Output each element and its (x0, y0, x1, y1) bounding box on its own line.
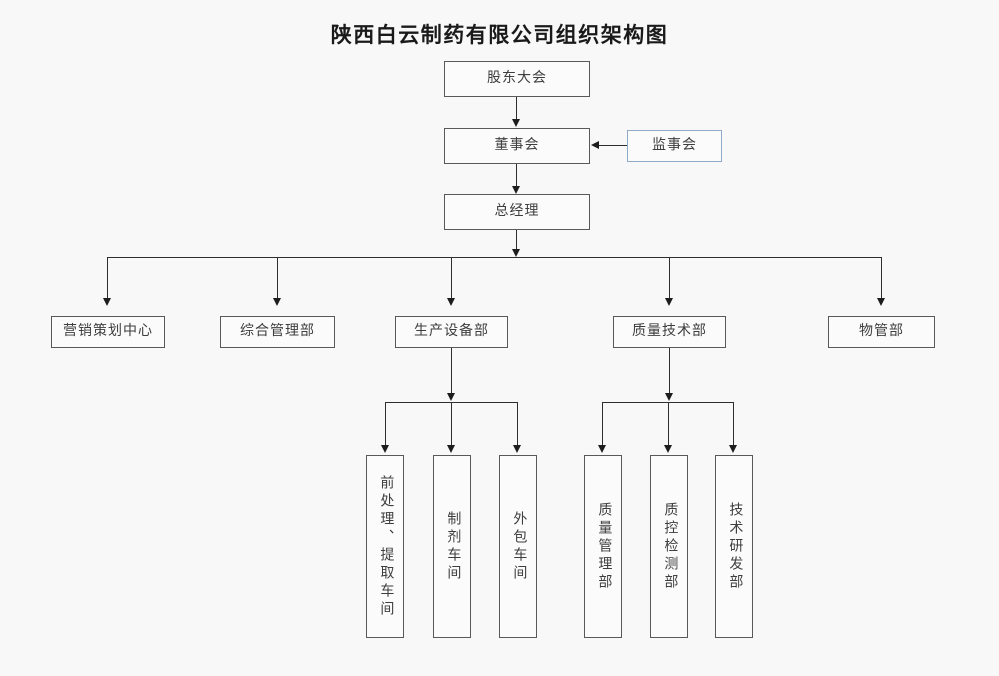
node-marketing-planning-center[interactable]: 营销策划中心 (51, 316, 165, 348)
node-materials-management-dept[interactable]: 物管部 (828, 316, 935, 348)
node-quality-management-dept[interactable]: 质量管理部 (584, 455, 622, 638)
node-board-of-directors[interactable]: 董事会 (444, 128, 590, 164)
arrowhead-shareholders-to-board (512, 119, 520, 127)
arrowhead-bus-to-dept3 (447, 298, 455, 306)
arrowhead-board-to-gm (512, 186, 520, 194)
arrowhead-bus-to-dept5 (877, 298, 885, 306)
node-general-management-dept[interactable]: 综合管理部 (220, 316, 335, 348)
connector-subbus-to-sub3 (517, 402, 519, 446)
arrowhead-subbus-to-sub1 (381, 445, 389, 453)
connector-subbus-to-sub5 (668, 402, 670, 446)
connector-dept4-to-subbus (669, 348, 671, 393)
arrowhead-dept4-to-subbus (665, 393, 673, 401)
connector-board-to-gm (516, 164, 518, 187)
arrowhead-bus-to-dept2 (273, 298, 281, 306)
arrowhead-bus-to-dept4 (665, 298, 673, 306)
node-technology-rnd-dept[interactable]: 技术研发部 (715, 455, 753, 638)
connector-subbus-to-sub2 (451, 402, 453, 446)
connector-shareholders-to-board (516, 97, 518, 120)
node-board-of-supervisors[interactable]: 监事会 (627, 130, 722, 162)
arrowhead-supervisors-to-board (591, 141, 599, 149)
arrowhead-subbus-to-sub6 (729, 445, 737, 453)
connector-bus-to-dept5 (881, 257, 883, 299)
arrowhead-dept3-to-subbus (447, 393, 455, 401)
connector-bus-departments (107, 257, 882, 259)
node-production-equipment-dept[interactable]: 生产设备部 (395, 316, 508, 348)
connector-bus-to-dept4 (669, 257, 671, 299)
chart-title: 陕西白云制药有限公司组织架构图 (330, 23, 669, 47)
arrowhead-gm-to-bus (512, 249, 520, 257)
node-quality-technology-dept[interactable]: 质量技术部 (613, 316, 726, 348)
connector-dept3-to-subbus (451, 348, 453, 393)
arrowhead-subbus-to-sub2 (447, 445, 455, 453)
arrowhead-bus-to-dept1 (103, 298, 111, 306)
connector-gm-to-bus (516, 230, 518, 249)
node-preparation-workshop[interactable]: 制剂车间 (433, 455, 471, 638)
node-outsourcing-packaging-workshop[interactable]: 外包车间 (499, 455, 537, 638)
node-quality-control-testing-dept[interactable]: 质控检测部 (650, 455, 688, 638)
connector-bus-to-dept2 (277, 257, 279, 299)
node-general-manager[interactable]: 总经理 (444, 194, 590, 230)
node-shareholders-meeting[interactable]: 股东大会 (444, 61, 590, 97)
connector-subbus-to-sub4 (602, 402, 604, 446)
connector-bus-to-dept3 (451, 257, 453, 299)
connector-bus-to-dept1 (107, 257, 109, 299)
connector-subbus-to-sub1 (385, 402, 387, 446)
node-pretreatment-extraction-workshop[interactable]: 前处理、提取车间 (366, 455, 404, 638)
connector-supervisors-to-board (599, 145, 627, 147)
arrowhead-subbus-to-sub4 (598, 445, 606, 453)
connector-subbus-to-sub6 (733, 402, 735, 446)
arrowhead-subbus-to-sub5 (664, 445, 672, 453)
arrowhead-subbus-to-sub3 (513, 445, 521, 453)
